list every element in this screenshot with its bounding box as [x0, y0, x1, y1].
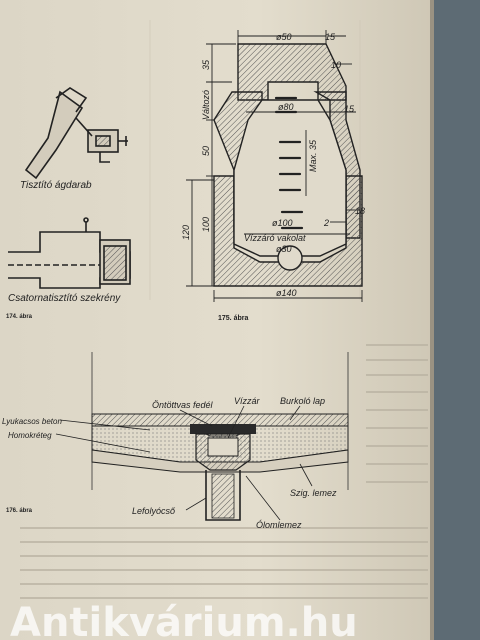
label-lefolyocso: Lefolyócső	[132, 506, 176, 516]
figure-174: Tisztító ágdarab Csatornatisztító szekré…	[6, 87, 131, 320]
caption-176: 176. ábra	[6, 508, 33, 514]
dim-d30: ø30	[276, 244, 292, 254]
dim-10: 10	[331, 60, 341, 70]
book-cover-edge	[432, 0, 480, 640]
label-ontottvas-fedel: Öntöttvas fedél	[152, 400, 214, 410]
label-lyukacsos-beton: Lyukacsos beton	[2, 417, 62, 426]
water-seal-bulb	[277, 245, 303, 271]
drain-pipe	[205, 470, 241, 521]
dim-15-top: 15	[325, 32, 336, 42]
cleaning-box-drawing	[8, 217, 131, 289]
label-olomlemez: Ólomlemez	[256, 520, 302, 530]
dim-valtozo: Változó	[201, 90, 211, 120]
page-edge-shadow	[430, 0, 434, 640]
label-vizzar: Vízzár	[234, 396, 261, 406]
drain-pipe-wall	[211, 473, 235, 519]
dim-120: 120	[181, 225, 191, 240]
caption-174: 174. ábra	[6, 314, 33, 320]
inner-seal	[207, 437, 239, 457]
gully-inner-cavity	[233, 99, 347, 257]
dim-35: 35	[201, 59, 211, 70]
cast-iron-cover	[190, 424, 256, 434]
label-csatornatisztito-szekreny: Csatornatisztító szekrény	[8, 293, 121, 304]
figure-175: ø50 15 10 ø80 15 18 2 ø100 ø30 ø140 Vízz…	[149, 20, 365, 322]
label-burkolo-lap: Burkoló lap	[280, 396, 325, 406]
leader-lines	[55, 405, 313, 521]
label-vizzaro-vakolat: Vízzáró vakolat	[244, 233, 306, 243]
dim-d80: ø80	[278, 102, 294, 112]
label-tisztito-agdarab: Tisztító ágdarab	[20, 180, 92, 191]
figure-176: Öntöttvas fedél Vízzár Burkoló lap Lyuka…	[2, 352, 349, 530]
dim-d100: ø100	[272, 218, 293, 228]
dimension-lines	[186, 30, 363, 302]
dim-50: 50	[201, 146, 211, 156]
caption-175: 175. ábra	[218, 315, 248, 322]
watermark-text: Antikvárium.hu	[10, 600, 358, 640]
dim-d140: ø140	[276, 288, 297, 298]
dim-15-mid: 15	[344, 104, 355, 114]
dim-d50: ø50	[276, 32, 292, 42]
dim-2: 2	[323, 218, 329, 228]
dim-18: 18	[355, 206, 365, 216]
bleed-through-text	[20, 344, 428, 599]
dim-100: 100	[201, 217, 211, 232]
cleaning-branch-drawing	[24, 87, 128, 180]
label-szig-lemez: Szig. lemez	[290, 488, 337, 498]
dim-max35: Max. 35	[308, 139, 318, 172]
label-homokreteg: Homokréteg	[8, 431, 52, 440]
